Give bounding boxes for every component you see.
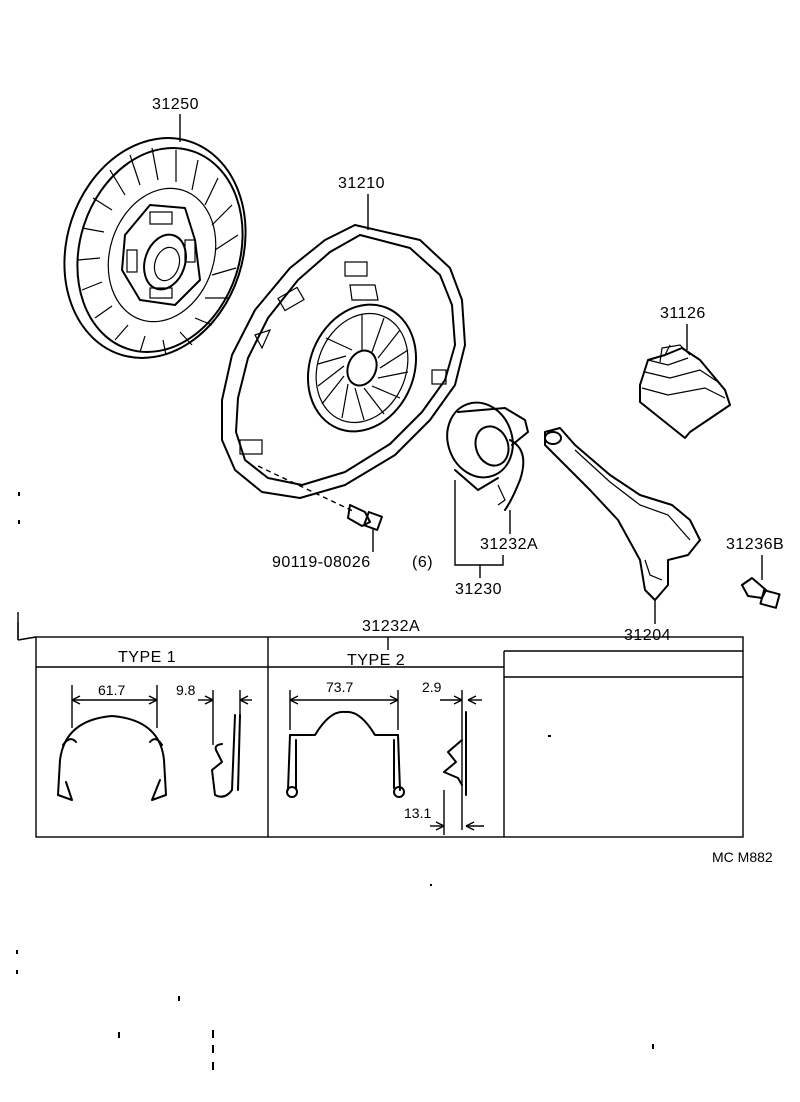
type2-depth-dim: 13.1 (404, 805, 431, 821)
label-90119-08026: 90119-08026 (272, 554, 371, 571)
bolt-drawing[interactable] (257, 465, 383, 531)
table-type1-header: TYPE 1 (118, 649, 176, 666)
label-31250: 31250 (152, 96, 199, 113)
label-31236B: 31236B (726, 536, 784, 553)
type1-width-dim: 61.7 (98, 682, 125, 698)
type1-thickness-dim: 9.8 (176, 682, 196, 698)
drawing-code: MC M882 (712, 849, 773, 865)
type2-thickness-dim: 2.9 (422, 679, 442, 695)
table-type2-header: TYPE 2 (347, 652, 405, 669)
label-31204: 31204 (624, 627, 671, 644)
type2-clip-drawing (286, 690, 484, 835)
clutch-disc-drawing[interactable] (37, 114, 274, 381)
type1-clip-drawing (57, 685, 252, 801)
label-31126: 31126 (660, 305, 706, 322)
label-31232A-table: 31232A (362, 618, 420, 635)
label-31232A-upper: 31232A (480, 536, 538, 553)
type2-width-dim: 73.7 (326, 679, 353, 695)
label-31210: 31210 (338, 175, 385, 192)
scan-artifacts (16, 492, 654, 1070)
release-fork-boot-drawing[interactable] (639, 344, 731, 439)
release-bearing-drawing[interactable] (437, 393, 529, 511)
label-bolt-qty: (6) (412, 554, 433, 571)
label-31230: 31230 (455, 581, 502, 598)
hub-clip-table (17, 636, 744, 838)
release-fork-drawing[interactable] (544, 427, 701, 601)
fork-support-bolt-drawing[interactable] (741, 577, 781, 609)
clutch-cover-drawing[interactable] (221, 224, 466, 499)
